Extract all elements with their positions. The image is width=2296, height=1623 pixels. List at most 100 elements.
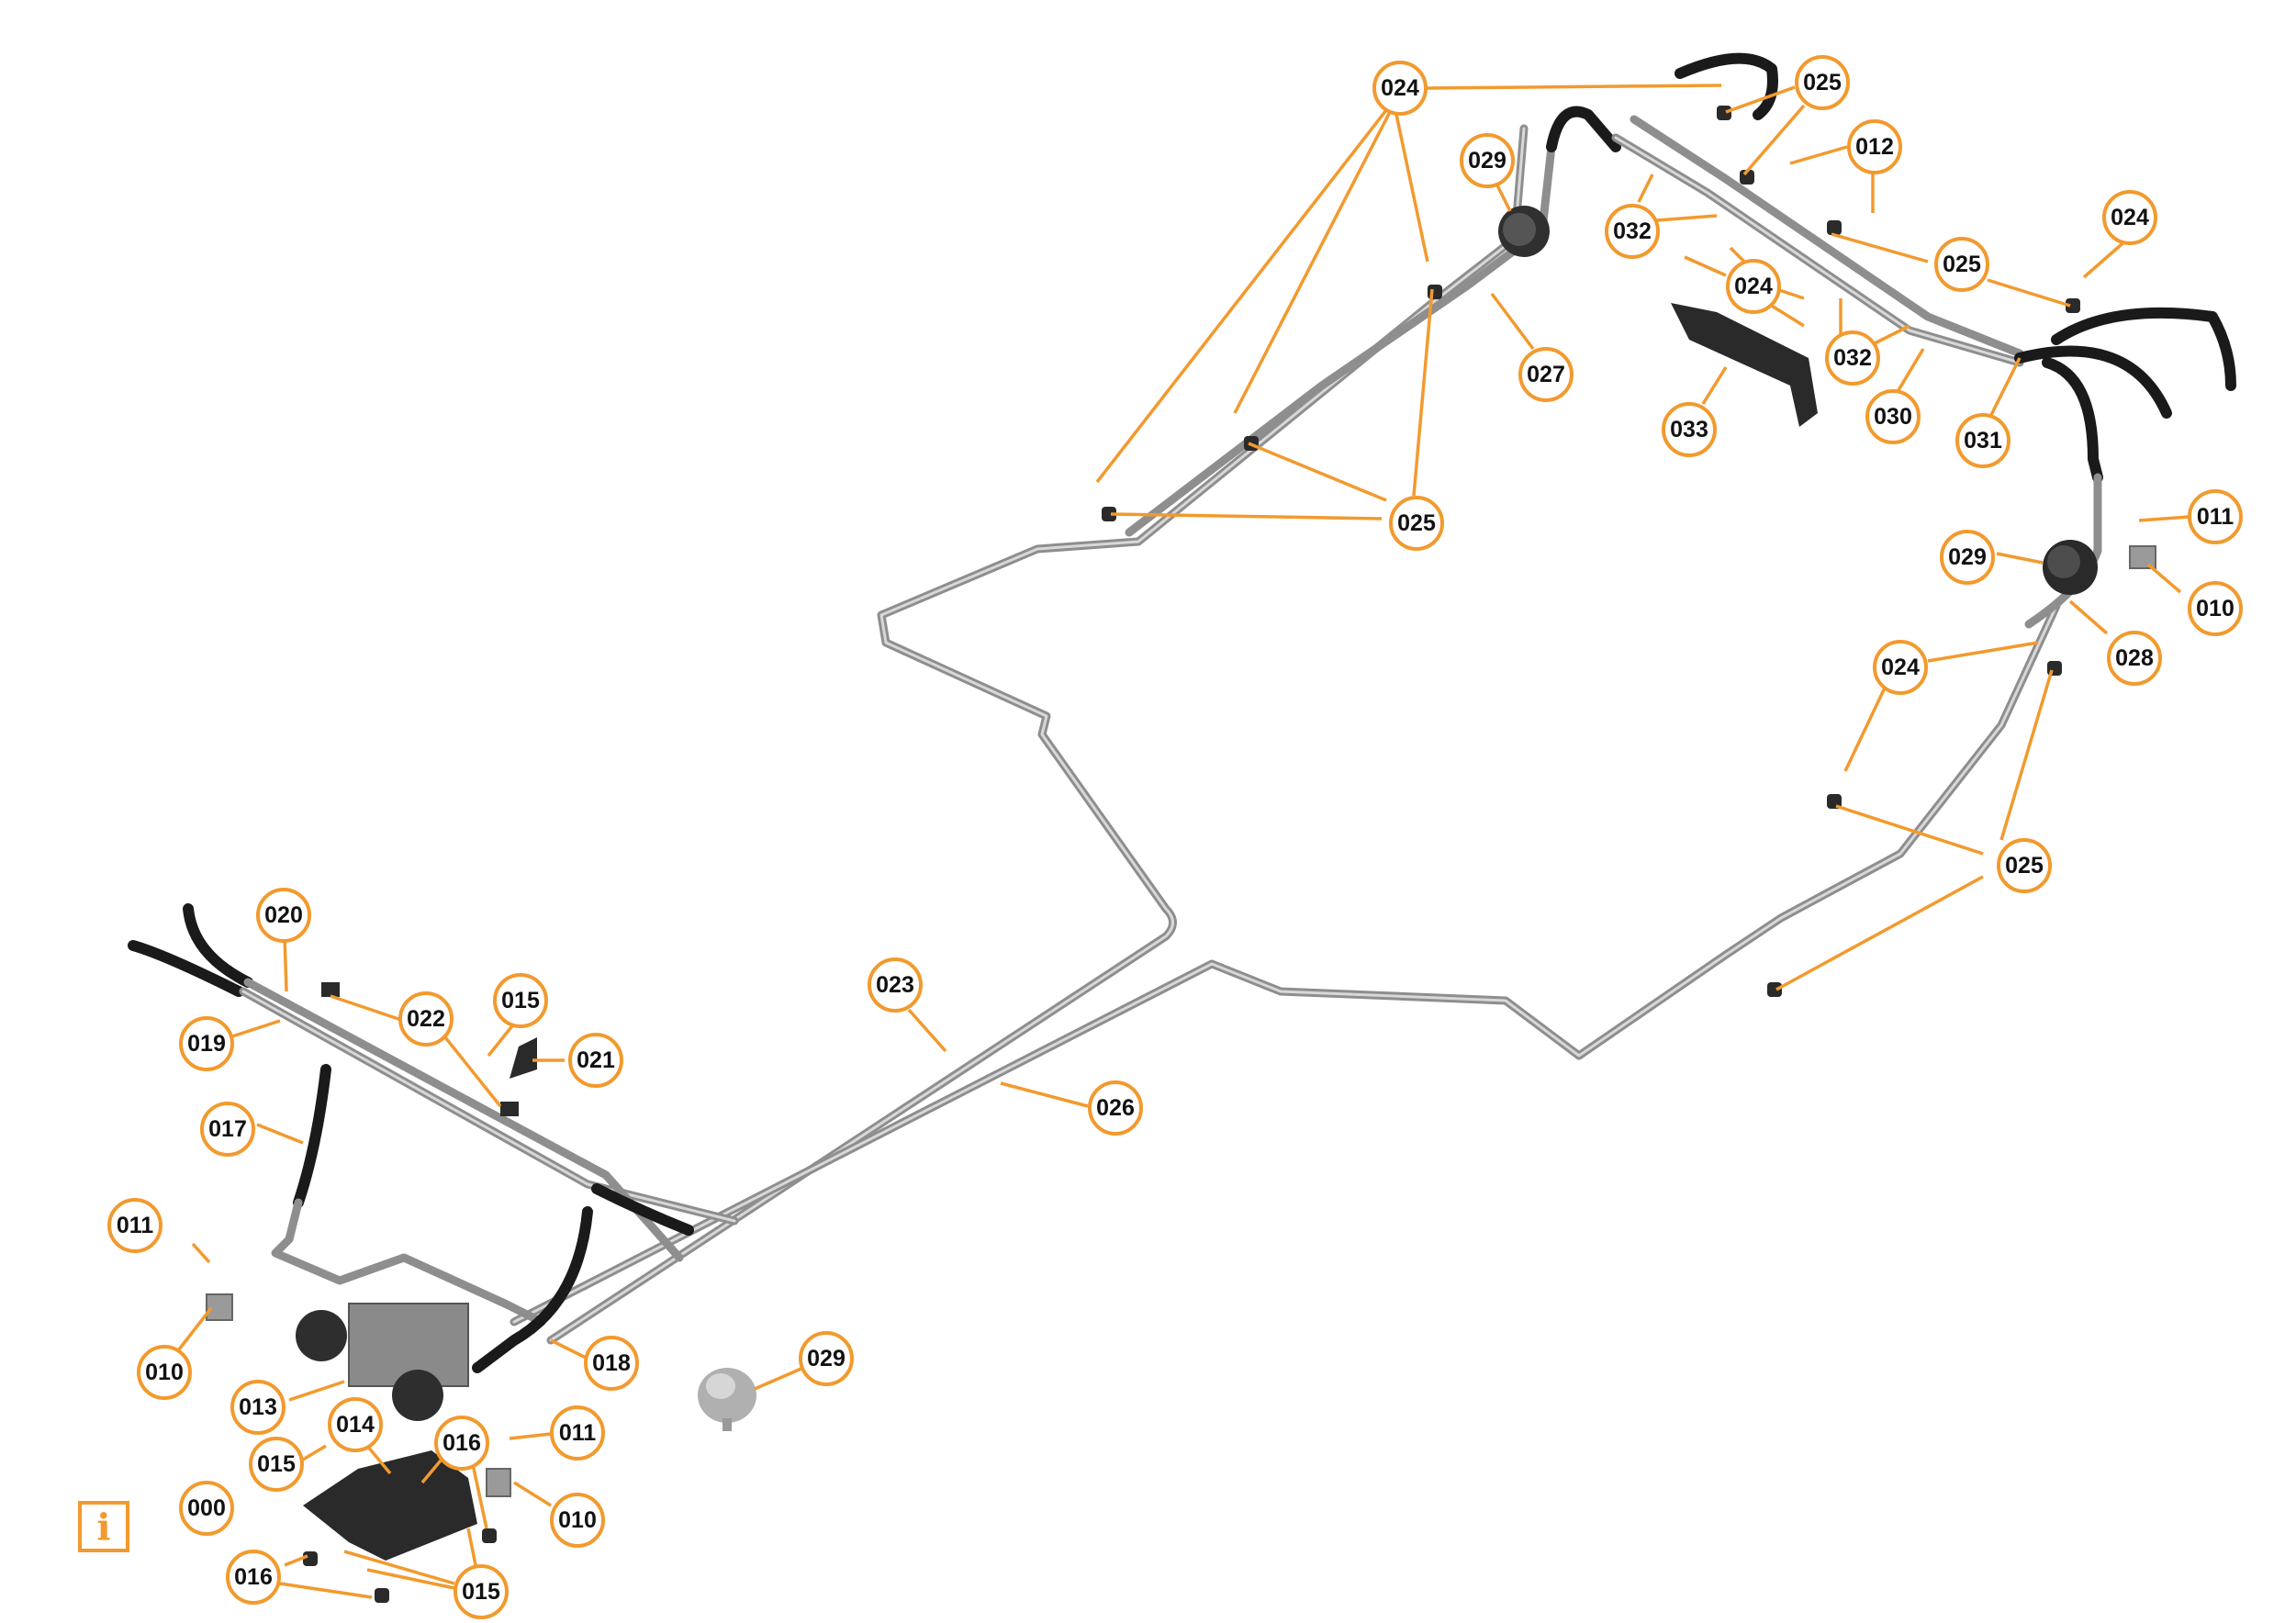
callout-label: 029	[1948, 544, 1987, 570]
callout-label: 031	[1964, 428, 2002, 453]
callout-label: 030	[1874, 404, 1912, 430]
callout-label: 024	[1734, 274, 1773, 299]
callout-c020[interactable]: 020	[256, 888, 311, 943]
callout-label: 015	[462, 1579, 500, 1605]
bracket-033	[1671, 303, 1818, 427]
callout-c025b[interactable]: 025	[1934, 237, 1989, 292]
callout-c032b[interactable]: 032	[1825, 330, 1880, 386]
callout-label: 015	[257, 1451, 296, 1477]
callout-label: 024	[2111, 205, 2149, 230]
callout-label: 011	[117, 1213, 153, 1238]
callout-c016b[interactable]: 016	[226, 1550, 281, 1605]
hose-027	[1546, 106, 1621, 152]
callout-c024d[interactable]: 024	[1873, 640, 1928, 695]
callout-c022[interactable]: 022	[398, 991, 454, 1047]
callout-label: 010	[558, 1507, 597, 1533]
callout-c025c[interactable]: 025	[1389, 496, 1444, 551]
callout-label: 000	[187, 1495, 226, 1521]
callout-label: 010	[145, 1360, 184, 1385]
callout-c012[interactable]: 012	[1847, 119, 1902, 174]
clamp-025	[303, 106, 2080, 1603]
callout-label: 025	[2005, 853, 2044, 879]
hose-018	[472, 1206, 593, 1373]
callout-label: 024	[1381, 75, 1419, 101]
callout-label: 020	[264, 902, 303, 928]
callout-c014[interactable]: 014	[328, 1397, 383, 1452]
callout-label: 014	[336, 1412, 375, 1438]
callout-c024c[interactable]: 024	[2102, 190, 2157, 245]
callout-c016a[interactable]: 016	[434, 1416, 489, 1471]
pipe-019-020	[128, 903, 739, 1262]
callout-c029b[interactable]: 029	[1940, 530, 1995, 585]
callout-c025d[interactable]: 025	[1997, 838, 2052, 893]
callout-label: 011	[2197, 504, 2234, 530]
callout-c010b[interactable]: 010	[137, 1345, 192, 1400]
callout-c029c[interactable]: 029	[799, 1331, 854, 1386]
callout-label: 012	[1855, 134, 1894, 160]
callout-label: 028	[2115, 645, 2154, 671]
hose-017	[271, 1064, 546, 1326]
callout-c015a[interactable]: 015	[493, 973, 548, 1028]
clip-022	[321, 982, 519, 1116]
callout-label: 013	[239, 1394, 277, 1420]
callout-label: 024	[1881, 655, 1920, 680]
leader-lines	[86, 84, 2190, 1599]
callout-label: 029	[807, 1346, 846, 1371]
callout-label: 026	[1096, 1095, 1135, 1121]
callout-c027[interactable]: 027	[1518, 347, 1574, 402]
callout-c000[interactable]: 000	[179, 1481, 234, 1536]
callout-c010a[interactable]: 010	[2188, 581, 2243, 636]
accumulator-029-right	[2043, 540, 2098, 595]
callout-label: 015	[501, 988, 540, 1013]
callout-label: 011	[559, 1420, 596, 1446]
callout-label: 022	[407, 1006, 445, 1032]
callout-label: 010	[2196, 596, 2234, 621]
callout-c023[interactable]: 023	[868, 957, 923, 1013]
callout-label: 029	[1468, 148, 1506, 173]
callout-label: 032	[1833, 345, 1872, 371]
hose-031	[1674, 52, 2236, 483]
info-label: i	[96, 1506, 110, 1550]
callout-c010c[interactable]: 010	[550, 1493, 605, 1548]
callout-label: 017	[208, 1116, 247, 1142]
callout-c031[interactable]: 031	[1955, 413, 2010, 468]
pipe-027	[1125, 142, 1556, 537]
callout-c025a[interactable]: 025	[1795, 55, 1850, 110]
callout-c030[interactable]: 030	[1865, 389, 1921, 444]
bracket-014	[303, 1450, 477, 1561]
callout-label: 019	[187, 1031, 226, 1057]
callout-c019[interactable]: 019	[179, 1016, 234, 1071]
callout-label: 016	[442, 1430, 481, 1456]
callout-c028[interactable]: 028	[2107, 631, 2162, 686]
callout-label: 025	[1943, 252, 1981, 277]
callout-c026[interactable]: 026	[1088, 1080, 1143, 1136]
callout-label: 018	[592, 1350, 631, 1376]
valve-block-013	[296, 1303, 469, 1421]
callout-c015c[interactable]: 015	[454, 1564, 509, 1619]
callout-label: 025	[1803, 70, 1842, 95]
callout-label: 016	[234, 1564, 273, 1590]
callout-c024b[interactable]: 024	[1726, 259, 1781, 314]
callout-c011b[interactable]: 011	[107, 1198, 162, 1253]
callout-c015b[interactable]: 015	[249, 1437, 304, 1492]
callout-label: 021	[577, 1047, 615, 1073]
callout-c021[interactable]: 021	[568, 1033, 623, 1088]
accumulator-029-loose	[698, 1368, 756, 1431]
callout-c033[interactable]: 033	[1662, 402, 1717, 457]
callout-c032a[interactable]: 032	[1605, 204, 1660, 259]
pipe-026	[510, 601, 2061, 1326]
info-icon[interactable]: i	[78, 1501, 129, 1552]
callout-c011a[interactable]: 011	[2188, 489, 2243, 544]
callout-c017[interactable]: 017	[200, 1102, 255, 1157]
callout-c011c[interactable]: 011	[550, 1405, 605, 1461]
callout-c018[interactable]: 018	[584, 1336, 639, 1391]
callout-label: 025	[1397, 510, 1436, 536]
callout-c013[interactable]: 013	[230, 1380, 286, 1435]
callout-c024a[interactable]: 024	[1372, 61, 1428, 116]
callout-c029a[interactable]: 029	[1460, 133, 1515, 188]
accumulator-029-top	[1498, 206, 1550, 257]
callout-label: 027	[1527, 362, 1565, 387]
clip-021	[510, 1037, 537, 1079]
pipe-030	[1611, 115, 2024, 367]
